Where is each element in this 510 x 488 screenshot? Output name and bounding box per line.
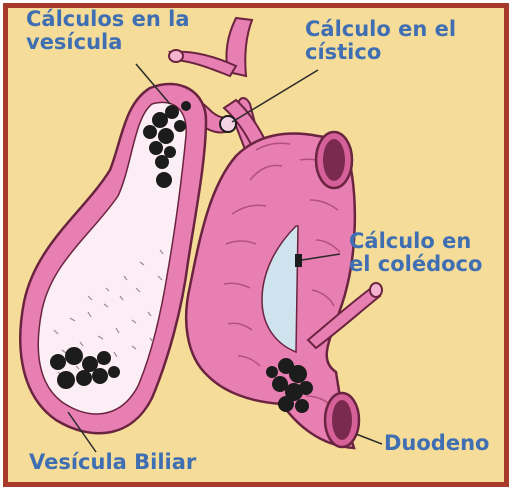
label-gallbladder: Vesícula Biliar (29, 450, 197, 474)
label-line: cístico (305, 40, 382, 64)
cystic-duct-stone (219, 115, 237, 133)
pancreatic-duct (306, 284, 382, 350)
label-line: vesícula (26, 30, 123, 54)
ampulla-stones (266, 358, 313, 413)
label-stone-in-common-bile-duct: Cálculo en el colédoco (349, 230, 482, 276)
hepatic-ducts (168, 16, 254, 78)
label-stones-in-gallbladder: Cálculos en la vesícula (26, 8, 190, 54)
gallbladder (19, 82, 208, 435)
bile-duct-stone (295, 254, 302, 267)
gallstones (50, 101, 191, 389)
label-stone-in-cystic-duct: Cálculo en el cístico (305, 18, 456, 64)
label-line: Cálculo en (349, 229, 472, 253)
label-line: el colédoco (349, 252, 483, 276)
label-line: Cálculos en la (26, 7, 190, 31)
leader-lines (67, 63, 383, 453)
duodenum (185, 130, 361, 450)
label-duodenum: Duodeno (384, 431, 490, 455)
label-line: Cálculo en el (305, 17, 457, 41)
